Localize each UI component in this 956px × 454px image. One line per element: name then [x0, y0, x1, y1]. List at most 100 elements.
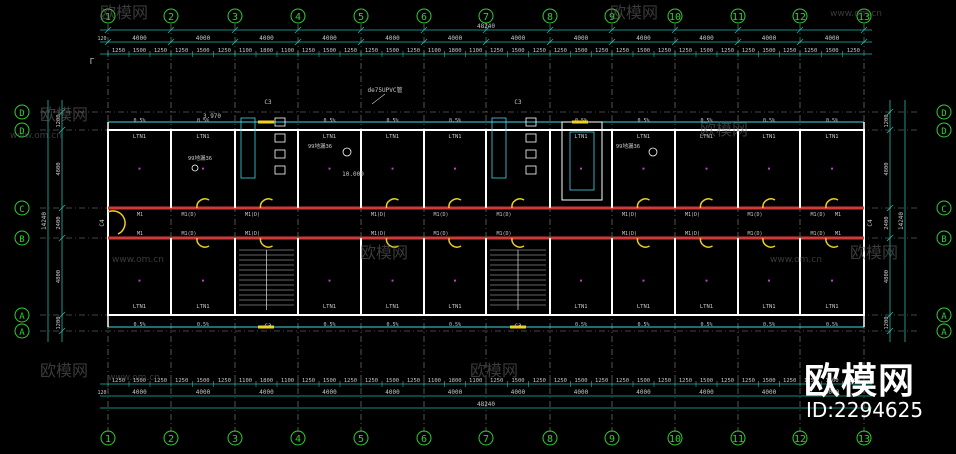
door-label: M1(D): [747, 231, 762, 237]
dimension-tick: [231, 26, 239, 34]
door-swing-south: [385, 237, 399, 248]
dimension-tick: [671, 26, 679, 34]
axis-label-column: 4: [295, 12, 301, 23]
dimension-text-bay: 4000: [636, 389, 651, 396]
window-label-north: LTN1: [825, 134, 838, 140]
door-label: M1: [137, 212, 143, 218]
window-label-south: LTN1: [700, 304, 713, 310]
dimension-tick: [734, 38, 742, 46]
axis-label-row: B: [941, 235, 946, 245]
dimension-text-sub: 1500: [133, 378, 146, 384]
watermark-tile: 欧模网: [850, 243, 898, 262]
room-tag: ▪: [642, 166, 645, 172]
axis-bubble: [730, 430, 746, 446]
axis-bubble: [163, 430, 179, 446]
dimension-text-sub: 1250: [742, 48, 755, 54]
toilet-stall: [491, 117, 507, 179]
dimension-tick: [546, 26, 554, 34]
door-label: M1(D): [245, 212, 260, 218]
dimension-text-sub: 1250: [595, 48, 608, 54]
drain-label: 99地漏36: [616, 142, 640, 150]
dimension-tick: [58, 126, 66, 134]
window-label-north: LTN1: [386, 134, 399, 140]
window-label-north: LTN1: [133, 134, 146, 140]
dimension-text-total: 48240: [477, 401, 495, 408]
axis-bubble: [290, 430, 306, 446]
window-label-south: LTN1: [448, 304, 461, 310]
dimension-text-sub: 1800: [260, 378, 273, 384]
slope-label-north: 0.5%: [133, 118, 145, 124]
dimension-tick: [294, 38, 302, 46]
dimension-text-sub: 1500: [762, 48, 775, 54]
window-label-north: LTN1: [196, 134, 209, 140]
door-swing-south: [196, 237, 210, 248]
dimension-text-side: 4800: [56, 270, 62, 283]
room-tag: ▪: [830, 166, 833, 172]
watermark-tile: 欧模网: [40, 361, 88, 380]
axis-bubble: [667, 430, 683, 446]
axis-label-row: A: [19, 312, 25, 322]
axis-bubble: [100, 8, 116, 24]
dimension-text-end: 120: [97, 36, 106, 42]
dimension-tick: [58, 234, 66, 242]
door-label: M1(D): [685, 212, 700, 218]
dimension-text-sub: 1250: [407, 378, 420, 384]
dimension-text-end: 120: [97, 390, 106, 396]
dimension-text-sub: 1250: [407, 48, 420, 54]
door-label: M1: [137, 231, 143, 237]
axis-label-column: 5: [358, 434, 364, 445]
door-label: M1(D): [810, 231, 825, 237]
door-swing-north: [448, 198, 462, 209]
axis-label-column: 9: [609, 434, 615, 445]
axis-label-column: 8: [547, 12, 553, 23]
slope-label-north: 0.5%: [449, 118, 461, 124]
axis-label-column: 7: [483, 12, 489, 23]
dimension-text-sub: 1250: [302, 378, 315, 384]
dimension-tick: [231, 38, 239, 46]
leader-line: [371, 93, 386, 105]
axis-bubble: [792, 8, 808, 24]
dimension-text-side: 2400: [884, 216, 890, 229]
dimension-text-sub: 1250: [154, 48, 167, 54]
door-label: M1(D): [371, 212, 386, 218]
axis-label-column: 3: [232, 12, 238, 23]
room-tag: ▪: [767, 278, 770, 284]
drain-label: 99地漏36: [188, 154, 212, 162]
dimension-text-sub: 1250: [365, 378, 378, 384]
dimension-tick: [104, 38, 112, 46]
axis-bubble: [353, 8, 369, 24]
window-label-south: LTN1: [762, 304, 775, 310]
dimension-text-bay: 4000: [636, 35, 651, 42]
dimension-tick: [58, 311, 66, 319]
axis-label-row: A: [19, 328, 25, 338]
door-swing-north: [636, 198, 650, 209]
door-label: M1: [835, 231, 841, 237]
axis-label-column: 13: [858, 434, 870, 445]
toilet-fixture: [274, 133, 286, 143]
window-label-north: LTN1: [323, 134, 336, 140]
dimension-text-bay: 4000: [196, 389, 211, 396]
door-swing-end: [107, 210, 126, 235]
axis-bubble: [936, 122, 952, 138]
watermark-site: www.om.cn: [830, 9, 882, 19]
dimension-tick: [608, 26, 616, 34]
door-swing-north: [385, 198, 399, 209]
door-label: M1(D): [747, 212, 762, 218]
dimension-text-side: 2400: [56, 216, 62, 229]
dimension-text-sub: 1500: [196, 378, 209, 384]
window-label-south: LTN1: [133, 304, 146, 310]
watermark-tile: 欧模网: [610, 3, 658, 22]
axis-bubble: [100, 430, 116, 446]
dimension-text-bay: 4000: [574, 389, 589, 396]
room-tag: ▪: [767, 166, 770, 172]
slope-label-south: 0.5%: [133, 322, 145, 328]
dimension-tick: [482, 26, 490, 34]
dimension-text-sub: 1500: [323, 48, 336, 54]
window-label-c4: C4: [867, 219, 874, 227]
toilet-fixture: [274, 117, 286, 127]
door-label: M1(D): [433, 231, 448, 237]
axis-bubble: [478, 430, 494, 446]
dimension-text-sub: 1250: [804, 48, 817, 54]
room-tag: ▪: [391, 278, 394, 284]
watermark-tile: 欧模网: [100, 3, 148, 22]
